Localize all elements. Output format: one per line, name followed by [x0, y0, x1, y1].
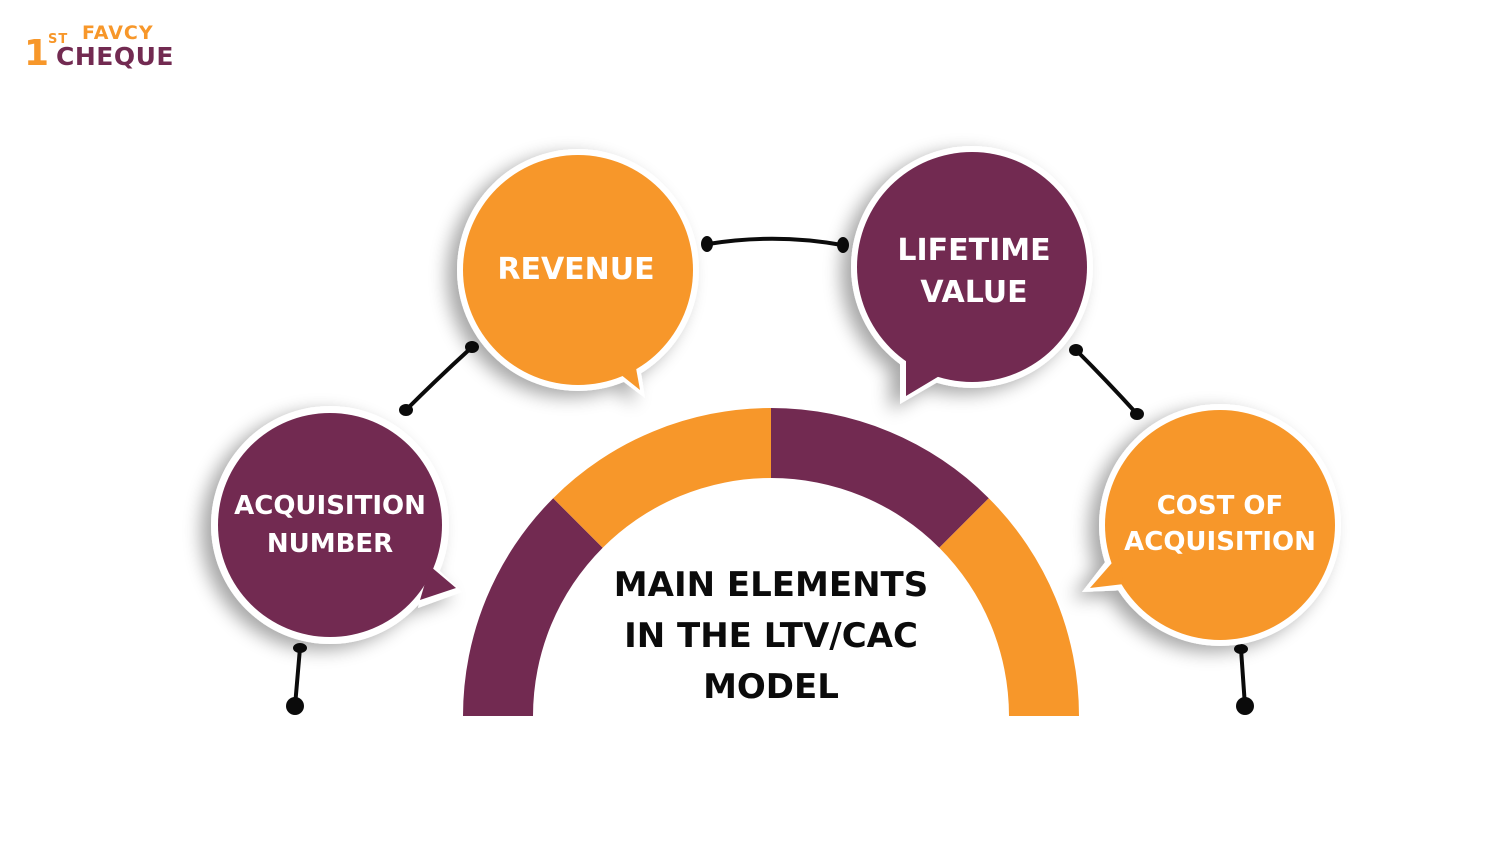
dot-cost-top [1130, 408, 1144, 420]
dot-lifetime-left [837, 237, 849, 253]
logo-favcy: FAVCY [82, 22, 154, 44]
bubble-lifetime-value [851, 146, 1093, 404]
dot-cost-bottom [1234, 644, 1248, 654]
dot-revenue-right [701, 236, 713, 252]
connector-dots [286, 236, 1254, 715]
label-lifetime-value: LIFETIME VALUE [864, 228, 1084, 316]
label-revenue-line1: REVENUE [497, 252, 655, 287]
label-cost-of-acquisition: COST OF ACQUISITION [1110, 486, 1330, 562]
label-acquisition-number-line1: ACQUISITION [234, 491, 426, 521]
gauge-segment-top-left [553, 408, 771, 548]
center-title-line2: IN THE LTV/CAC [624, 616, 918, 656]
label-cost-of-acquisition-line1: COST OF [1156, 491, 1284, 521]
logo-cheque: CHEQUE [56, 42, 174, 71]
connector-revenue-lifetime [706, 236, 844, 247]
gauge-segment-right [939, 498, 1079, 716]
logo-st: ST [48, 32, 69, 47]
label-acquisition-number: ACQUISITION NUMBER [220, 480, 440, 570]
favcy-1st-cheque-logo: 1 ST FAVCY CHEQUE [22, 20, 174, 80]
connector-cost-stem [1239, 647, 1247, 708]
dot-acq-end [286, 697, 304, 715]
dot-revenue-bottom [465, 341, 479, 353]
connectors [293, 236, 1247, 708]
label-acquisition-number-line2: NUMBER [266, 529, 394, 559]
label-cost-of-acquisition-line2: ACQUISITION [1124, 527, 1316, 557]
dot-acq-bottom [293, 643, 307, 653]
label-revenue: REVENUE [466, 248, 686, 292]
center-gauge [463, 408, 1079, 716]
logo-one: 1 [24, 33, 50, 74]
bubble-acquisition-number [211, 406, 462, 644]
connector-acquisition-revenue [404, 346, 473, 412]
center-title: MAIN ELEMENTS IN THE LTV/CAC MODEL [566, 560, 976, 713]
dot-cost-end [1236, 697, 1254, 715]
gauge-segment-top-right [771, 408, 989, 548]
connector-lifetime-cost [1074, 348, 1139, 416]
gauge-segment-left [463, 498, 603, 716]
bubble-revenue [457, 149, 699, 398]
label-lifetime-value-line1: LIFETIME [897, 233, 1051, 268]
center-title-line1: MAIN ELEMENTS [613, 565, 929, 605]
bubble-cost-of-acquisition [1082, 404, 1341, 646]
connector-acquisition-stem [293, 646, 302, 708]
dot-lifetime-bottom [1069, 344, 1083, 356]
dot-acq-top [399, 404, 413, 416]
label-lifetime-value-line2: VALUE [920, 275, 1028, 310]
center-title-line3: MODEL [703, 667, 839, 707]
